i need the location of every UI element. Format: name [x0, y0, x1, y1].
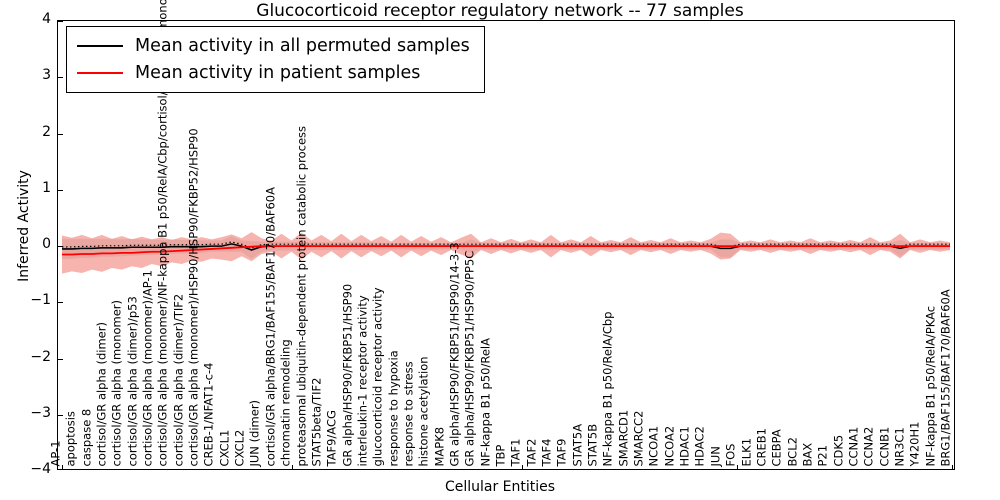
x-tick-mark: [62, 465, 63, 469]
legend-swatch-permuted: [77, 44, 123, 47]
chart-title: Glucocorticoid receptor regulatory netwo…: [256, 1, 744, 21]
y-tick-label: 4: [42, 11, 51, 27]
x-tick-mark: [952, 465, 953, 469]
y-tick-label: −1: [30, 292, 51, 309]
y-tick-mark: [58, 133, 63, 135]
x-tick-mark: [737, 465, 739, 469]
y-tick-label: 1: [42, 179, 51, 196]
plot-canvas: [61, 232, 951, 274]
y-axis-label: Inferred Activity: [16, 170, 32, 282]
y-tick-label: −3: [30, 404, 51, 421]
line-patient-mean: [61, 245, 951, 256]
line-permuted-median: [61, 241, 951, 249]
legend-entry-permuted: Mean activity in all permuted samples: [77, 32, 470, 59]
y-tick-mark: [58, 21, 63, 22]
x-tick-mark: [522, 465, 524, 469]
confidence-bands: [61, 232, 951, 274]
legend-label-permuted: Mean activity in all permuted samples: [135, 35, 470, 56]
y-tick-label: 2: [42, 123, 51, 140]
legend-label-patient: Mean activity in patient samples: [135, 62, 421, 83]
y-tick-label: −4: [30, 461, 51, 477]
y-tick-mark: [58, 189, 63, 191]
y-tick-mark: [58, 358, 63, 360]
legend-swatch-patient: [77, 71, 123, 74]
y-tick-label: 0: [42, 236, 51, 252]
x-axis-label: Cellular Entities: [444, 479, 556, 495]
y-tick-mark: [58, 77, 63, 79]
plot-area: [57, 20, 955, 470]
y-tick-label: 3: [42, 67, 51, 84]
legend-entry-patient: Mean activity in patient samples: [77, 59, 470, 86]
chart-legend: Mean activity in all permuted samples Me…: [66, 26, 485, 93]
y-tick-mark: [58, 414, 63, 416]
y-tick-mark: [58, 302, 63, 304]
x-tick-mark: [292, 465, 294, 469]
band-patient: [61, 232, 951, 274]
series-lines: [61, 241, 951, 256]
y-tick-label: −2: [30, 348, 51, 365]
y-tick-mark: [58, 246, 63, 247]
